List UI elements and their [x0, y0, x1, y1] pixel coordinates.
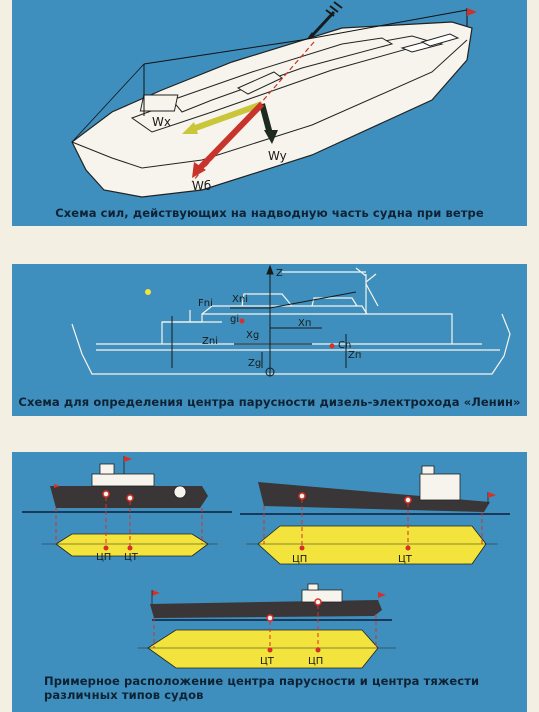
caption-sail-center: Схема для определения центра парусности …: [18, 395, 521, 409]
force-vectors: [182, 101, 278, 178]
ship-c-ct-label: ЦТ: [260, 656, 275, 667]
caption-ship-types: Примерное расположение центра парусности…: [44, 674, 480, 702]
ship-b: ЦП ЦТ: [240, 465, 510, 565]
wind-forces-diagram: Wx Wy Wб: [71, 1, 477, 198]
ship-illustration: [71, 9, 473, 198]
label-zni: Zni: [202, 336, 218, 347]
label-xh: Xп: [298, 318, 311, 329]
ship-b-cp-label: ЦП: [292, 554, 307, 565]
ship-a-cp-label: ЦП: [96, 552, 111, 563]
mast-flag: [466, 8, 477, 28]
label-zg: Zg: [248, 358, 261, 369]
axes: [171, 264, 357, 376]
ship-b-ct-label: ЦТ: [398, 554, 413, 565]
label-zn: Zп: [348, 350, 361, 361]
label-wx: Wx: [152, 115, 171, 129]
ship-c-cp-label: ЦП: [308, 656, 323, 667]
label-fn: Fni: [198, 298, 213, 309]
label-gi: gi: [230, 314, 239, 325]
label-xg: Xg: [246, 330, 259, 341]
label-wy: Wy: [268, 149, 287, 163]
label-xn: Xni: [232, 294, 248, 305]
ship-types-panel: ЦП ЦТ ЦП ЦТ: [12, 452, 527, 712]
label-cn: Cn: [338, 340, 351, 351]
sail-center-panel: Z Fni Xni gi Xп Zni Xg Cn Zп Zg Схема дл…: [12, 264, 527, 416]
ship-a: ЦП ЦТ: [22, 456, 232, 563]
ship-a-ct-label: ЦТ: [124, 552, 139, 563]
ship-types-diagram: ЦП ЦТ ЦП ЦТ: [22, 456, 510, 669]
ship-c: ЦТ ЦП: [138, 583, 396, 669]
wind-forces-panel: Wx Wy Wб Схема сил, действующих на надво…: [12, 0, 527, 226]
ship-outline: [71, 267, 511, 375]
label-wb: Wб: [192, 179, 211, 193]
label-z: Z: [276, 268, 283, 279]
caption-wind-forces: Схема сил, действующих на надводную част…: [55, 206, 484, 220]
sail-center-diagram: Z Fni Xni gi Xп Zni Xg Cn Zп Zg: [71, 264, 511, 377]
